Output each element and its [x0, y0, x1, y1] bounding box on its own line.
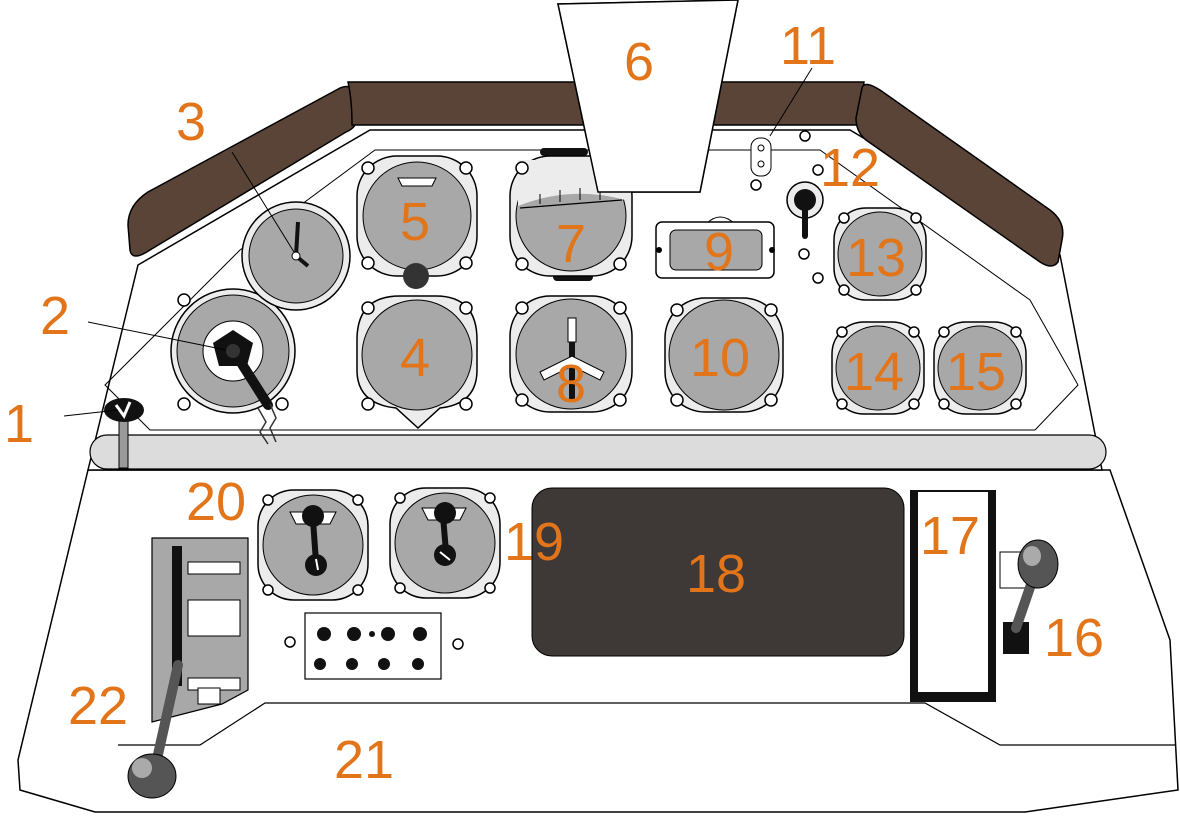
callout-10: 10 [690, 328, 750, 388]
callout-12: 12 [820, 138, 880, 198]
callout-15: 15 [946, 342, 1006, 402]
knob-1[interactable] [104, 398, 144, 469]
lower-panel-recess [118, 702, 1175, 746]
toggle-12[interactable] [786, 130, 824, 284]
switch-block[interactable] [284, 612, 464, 680]
callout-21: 21 [334, 730, 394, 790]
callout-18: 18 [686, 544, 746, 604]
lever-16[interactable] [999, 539, 1059, 654]
callout-20: 20 [186, 472, 246, 532]
callout-4: 4 [400, 328, 430, 388]
callout-5: 5 [400, 192, 430, 252]
gauge-20 [257, 489, 369, 601]
gauge-13 [833, 207, 927, 301]
display-18 [531, 487, 905, 657]
callout-14: 14 [844, 342, 904, 402]
indicator-9 [655, 216, 775, 279]
clock-gauge [241, 201, 351, 311]
callout-2: 2 [40, 286, 70, 346]
callout-9: 9 [704, 222, 734, 282]
callout-13: 13 [846, 228, 906, 288]
callout-17: 17 [920, 506, 980, 566]
box-17 [910, 490, 996, 702]
turn-slip-indicator [509, 295, 633, 413]
gauge-19 [389, 487, 501, 599]
switch-11[interactable] [750, 67, 813, 191]
callout-19: 19 [504, 512, 564, 572]
gauge-10 [664, 297, 784, 413]
callout-7: 7 [556, 214, 586, 274]
ignition-switch-gauge[interactable] [170, 288, 296, 445]
gauge-4 [356, 295, 478, 430]
side-panel-22[interactable] [127, 537, 249, 799]
callout-1: 1 [4, 394, 34, 454]
glare-shield-right [855, 83, 1064, 267]
callout-16: 16 [1044, 608, 1104, 668]
callout-11: 11 [780, 16, 836, 76]
callout-labels: 1 2 3 4 5 6 7 8 9 10 11 12 13 14 15 16 1… [4, 16, 1104, 790]
gauge-14 [831, 321, 925, 415]
callout-6: 6 [624, 32, 654, 92]
gauge-5 [356, 155, 478, 289]
callout-22: 22 [68, 676, 128, 736]
callout-3: 3 [176, 92, 206, 152]
gauge-15 [933, 321, 1027, 415]
leader-lines [63, 151, 295, 417]
reflector-sight-overlay [557, 0, 739, 193]
callout-8: 8 [556, 354, 586, 414]
panel-rail [89, 434, 1107, 470]
artificial-horizon [509, 148, 633, 281]
